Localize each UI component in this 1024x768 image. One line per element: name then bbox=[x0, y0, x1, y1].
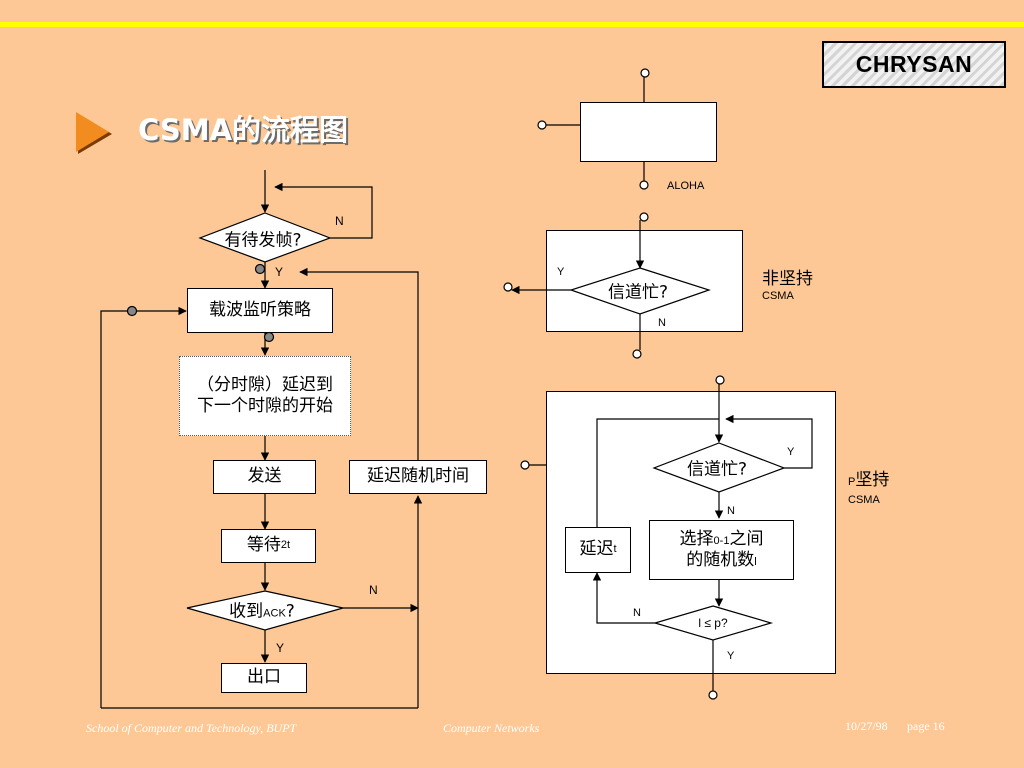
process-send: 发送 bbox=[213, 460, 316, 494]
pp-label-n-busy: N bbox=[727, 505, 735, 517]
footer-date: 10/27/98 bbox=[845, 719, 888, 733]
decision-frame-diamond bbox=[198, 212, 332, 263]
pp-select-line2: 的随机数l bbox=[686, 550, 756, 571]
label-y-frame: Y bbox=[275, 265, 284, 279]
process-slot-delay-text: （分时隙）延迟到下一个时隙的开始 bbox=[197, 374, 333, 416]
label-n-frame: N bbox=[335, 214, 344, 228]
top-accent-bar bbox=[0, 22, 1024, 27]
process-exit-text: 出口 bbox=[247, 667, 281, 688]
pp-label-y-cmp: Y bbox=[727, 650, 735, 662]
np-caption-zh: 非坚持 bbox=[762, 269, 813, 289]
decision-ack-zh: 收到 bbox=[229, 601, 264, 622]
footer-course: Computer Networks bbox=[443, 721, 540, 735]
process-wait-text: 等待 bbox=[246, 535, 281, 556]
pp-decision-busy-diamond bbox=[652, 442, 786, 493]
decision-ack-sub: ACK bbox=[263, 607, 286, 620]
pp-caption-zh: 坚持 bbox=[855, 470, 890, 490]
pp-delay-sub: t bbox=[613, 543, 617, 556]
pp-select-line1: 选择0-1之间 bbox=[680, 529, 764, 550]
label-n-ack: N bbox=[369, 583, 378, 597]
pp-caption: P坚持 bbox=[848, 465, 889, 490]
np-decision-text: 信道忙? bbox=[607, 282, 669, 303]
pp-caption-prefix: P bbox=[848, 476, 856, 488]
np-decision-diamond bbox=[569, 267, 711, 315]
pp-decision-cmp-diamond bbox=[652, 605, 774, 641]
process-exit: 出口 bbox=[221, 663, 307, 693]
footer-page: page 16 bbox=[907, 719, 945, 733]
pp-caption-en: CSMA bbox=[848, 494, 880, 506]
process-slot-delay: （分时隙）延迟到下一个时隙的开始 bbox=[179, 356, 351, 436]
process-carrier-sense: 载波监听策略 bbox=[187, 288, 333, 333]
process-carrier-sense-text: 载波监听策略 bbox=[209, 299, 311, 320]
process-wait-sub: 2t bbox=[280, 539, 291, 552]
np-caption-en: CSMA bbox=[762, 290, 794, 302]
decision-ack-q: ? bbox=[285, 601, 295, 622]
footer-school: School of Computer and Technology, BUPT bbox=[86, 721, 297, 735]
pp-decision-cmp-text: l ≤ p? bbox=[698, 616, 728, 630]
pp-select-line1-zh2: 之间 bbox=[729, 528, 764, 549]
pp-decision-busy-text: 信道忙? bbox=[686, 459, 748, 480]
aloha-box bbox=[580, 102, 717, 162]
label-y-ack: Y bbox=[276, 641, 285, 655]
pp-delay-zh: 延迟 bbox=[579, 539, 614, 560]
decision-ack-diamond bbox=[186, 590, 344, 631]
pp-select-line2-sub: l bbox=[754, 556, 757, 568]
process-send-text: 发送 bbox=[247, 466, 282, 487]
brand-logo-text: CHRYSAN bbox=[855, 51, 973, 77]
pp-label-y-busy: Y bbox=[787, 446, 795, 458]
slide-title: CSMA的流程图 bbox=[138, 113, 349, 147]
process-random-backoff-text: 延迟随机时间 bbox=[367, 466, 469, 487]
pp-label-n-cmp: N bbox=[633, 607, 641, 619]
pp-select-random: 选择0-1之间 的随机数l bbox=[649, 520, 794, 580]
decision-ack-text: 收到ACK? bbox=[229, 597, 295, 622]
aloha-label: ALOHA bbox=[667, 180, 705, 192]
triangle-bullet-icon bbox=[76, 112, 112, 154]
np-label-y: Y bbox=[557, 266, 565, 278]
decision-frame-text: 有待发帧? bbox=[224, 230, 302, 251]
np-label-n: N bbox=[658, 317, 666, 329]
pp-select-line1-zh: 选择 bbox=[679, 528, 714, 549]
pp-select-line1-sub: 0-1 bbox=[713, 534, 730, 547]
pp-select-line2-zh: 的随机数 bbox=[686, 550, 755, 570]
process-random-backoff: 延迟随机时间 bbox=[349, 460, 487, 494]
brand-logo: CHRYSAN bbox=[822, 41, 1006, 88]
